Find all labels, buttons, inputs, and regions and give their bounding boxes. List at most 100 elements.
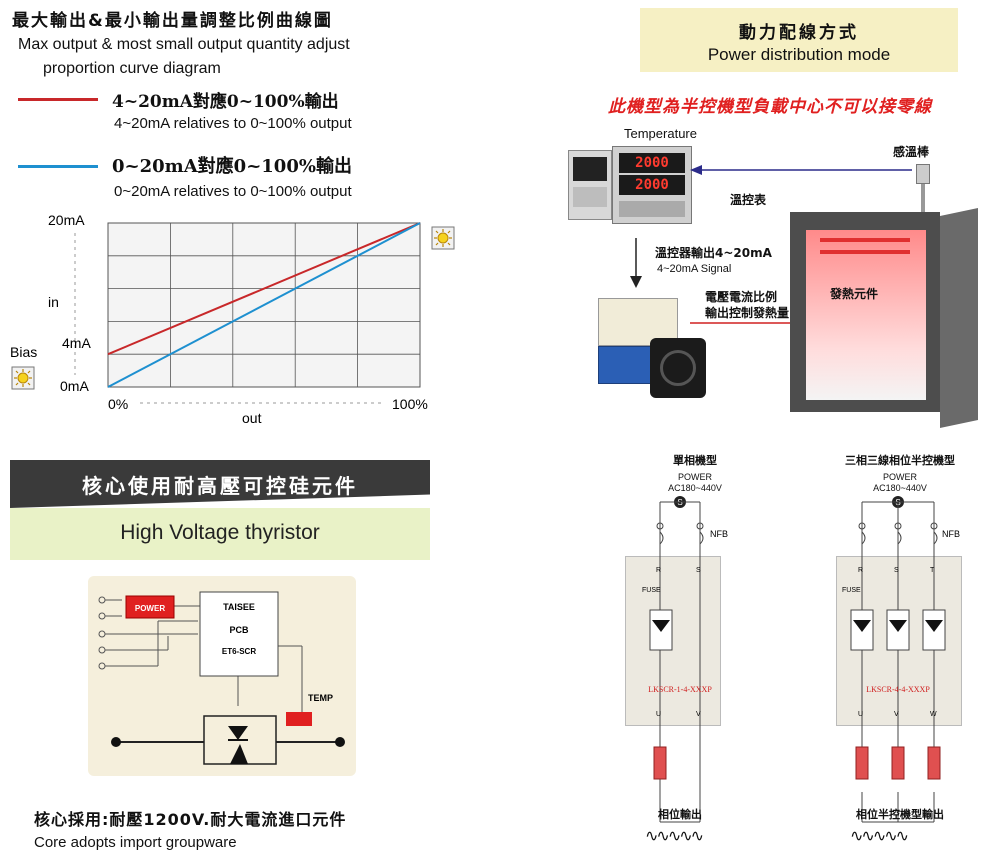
power-title-zh: 動力配線方式 xyxy=(739,23,859,43)
max-adjust-icon[interactable] xyxy=(431,226,455,250)
bias-label: Bias xyxy=(10,344,37,360)
three-load-3 xyxy=(927,746,941,780)
three-output-label: 相位半控機型輸出 xyxy=(856,808,944,821)
proportion-chart: 20mA in 4mA 0mA Bias 0% 100% out xyxy=(10,212,455,426)
sensor-rod-stem xyxy=(921,184,925,218)
x-tick-100: 100% xyxy=(392,396,428,412)
single-title: 單相機型 xyxy=(673,454,717,467)
sensor-label: 感溫棒 xyxy=(893,145,930,159)
single-model: LKSCR-1-4-XXXP xyxy=(648,685,712,694)
single-power: POWER xyxy=(677,472,712,482)
furnace-interior xyxy=(806,230,926,400)
series-line-1 xyxy=(107,222,421,388)
x-axis-label: out xyxy=(242,410,262,426)
single-thyristor-icon xyxy=(652,620,670,632)
power-title-en: Power distribution mode xyxy=(707,45,891,64)
sensor-to-controller-arrow xyxy=(690,165,912,175)
bias-adjust-icon[interactable] xyxy=(11,366,35,390)
three-wiring: S NFB R S T FUSE LKSCR-4-4-XXXP U V W xyxy=(842,496,960,823)
single-fuse: FUSE xyxy=(642,587,661,594)
series-line-0 xyxy=(107,222,421,356)
three-thyristor-icon-3 xyxy=(925,620,943,632)
single-terminal-r: R xyxy=(656,567,661,574)
signal-down-arrow xyxy=(630,238,642,288)
three-power: POWER xyxy=(882,472,917,482)
thyristor-title-zh: 核心使用耐高壓可控硅元件 xyxy=(82,474,358,498)
three-thyristor-icon-1 xyxy=(853,620,871,632)
scr-module xyxy=(598,298,708,406)
power-title-box: 動力配線方式 Power distribution mode xyxy=(640,8,958,72)
single-module xyxy=(625,556,721,726)
chart-lines xyxy=(107,222,421,388)
thyristor-banner-green: High Voltage thyristor xyxy=(10,508,430,560)
single-wiring: S NFB R S FUSE LKSCR-1-4-XXXP U V xyxy=(642,496,728,823)
three-thyristor-icon-2 xyxy=(889,620,907,632)
three-terminal-s: S xyxy=(894,567,899,574)
legend-swatch-blue xyxy=(18,165,98,168)
pcb-chip xyxy=(199,591,279,677)
y-tick-0ma: 0mA xyxy=(60,378,89,394)
legend-blue-en: 0~20mA relatives to 0~100% output xyxy=(114,183,352,200)
ratio-label-1: 電壓電流比例 xyxy=(705,290,778,304)
signal-label-en: 4~20mA Signal xyxy=(657,263,732,275)
legend-swatch-red xyxy=(18,98,98,101)
y-axis-label: in xyxy=(48,294,59,310)
single-terminal-v: V xyxy=(696,711,701,718)
three-fuse: FUSE xyxy=(842,587,861,594)
thyristor-caption-en: Core adopts import groupware xyxy=(34,834,237,851)
three-nfb: NFB xyxy=(942,529,960,539)
chip-line-1: TAISEE xyxy=(223,602,255,612)
chart-title-en-1: Max output & most small output quantity … xyxy=(18,36,350,53)
three-load-1 xyxy=(855,746,869,780)
temperature-label: Temperature xyxy=(624,126,697,141)
thyristor-caption-zh: 核心採用:耐壓1200V.耐大電流進口元件 xyxy=(34,810,347,829)
terminal-left xyxy=(111,737,121,747)
three-load-2 xyxy=(891,746,905,780)
ratio-label-2: 輸出控制發熱量 xyxy=(705,306,790,320)
sensor-rod-icon xyxy=(916,164,930,184)
three-voltage: AC180~440V xyxy=(873,483,927,493)
temp-box xyxy=(286,712,312,726)
single-wave-icon: ∿∿∿∿∿ xyxy=(645,826,704,845)
single-terminal-s: S xyxy=(696,567,701,574)
legend-red-en: 4~20mA relatives to 0~100% output xyxy=(114,115,352,132)
three-terminal-u: U xyxy=(858,711,863,718)
heater-bar-2 xyxy=(820,250,910,254)
y-tick-20ma: 20mA xyxy=(48,212,85,228)
y-tick-4ma: 4mA xyxy=(62,335,91,351)
single-load xyxy=(653,746,667,780)
three-title: 三相三線相位半控機型 xyxy=(845,454,955,467)
warning-text: 此機型為半控機型負載中心不可以接零線 xyxy=(608,97,932,117)
legend-red-zh: 4~20mA對應0~100%輸出 xyxy=(112,92,339,112)
single-voltage: AC180~440V xyxy=(668,483,722,493)
thyristor-banner-dark: 核心使用耐高壓可控硅元件 xyxy=(10,460,430,508)
chart-title-zh: 最大輸出&最小輸出量調整比例曲線圖 xyxy=(12,11,333,31)
thyristor-title-en: High Voltage thyristor xyxy=(120,521,320,544)
three-terminal-w: W xyxy=(930,711,937,718)
single-terminal-u: U xyxy=(656,711,661,718)
three-terminal-r: R xyxy=(858,567,863,574)
temp-controller-large: 2000 2000 xyxy=(612,146,692,224)
circuit-diagram: POWER TAISEE PCB ET6-SCR TEMP xyxy=(98,591,345,765)
three-wave-icon: ∿∿∿∿∿ xyxy=(850,826,909,845)
furnace-door xyxy=(940,207,978,429)
chart-title-en-2: proportion curve diagram xyxy=(43,60,221,77)
chip-line-3: ET6-SCR xyxy=(222,647,256,656)
heater-label: 發熱元件 xyxy=(830,287,879,301)
thyristor-icon-1 xyxy=(228,726,248,740)
chip-line-2: PCB xyxy=(229,625,249,635)
terminal-right xyxy=(335,737,345,747)
legend-blue-zh: 0~20mA對應0~100%輸出 xyxy=(112,156,352,177)
three-terminal-v: V xyxy=(894,711,899,718)
three-terminal-t: T xyxy=(930,567,935,574)
controller-display-1: 2000 xyxy=(619,153,685,173)
heater-bar-1 xyxy=(820,238,910,242)
single-output-label: 相位輸出 xyxy=(658,808,702,821)
power-box xyxy=(125,595,175,619)
signal-label-zh: 溫控器輸出4~20mA xyxy=(655,246,772,260)
controller-label: 溫控表 xyxy=(730,193,767,207)
power-box-label: POWER xyxy=(135,604,165,613)
three-model: LKSCR-4-4-XXXP xyxy=(866,685,930,694)
temp-label: TEMP xyxy=(308,693,333,703)
temp-controller-small xyxy=(568,150,612,220)
